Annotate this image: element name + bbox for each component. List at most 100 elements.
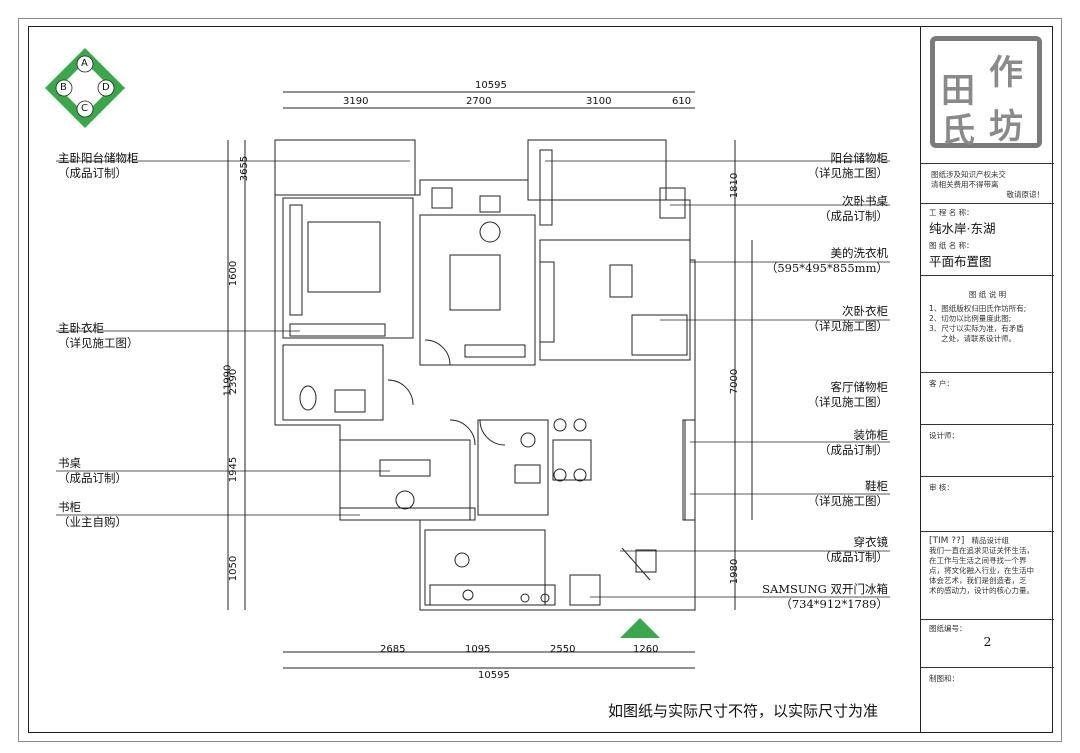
notice-line: 清相关费用不得带离 xyxy=(931,180,999,189)
label-living-cabinet: 客厅储物柜 （详见施工图） xyxy=(808,380,889,410)
designer-label: 设计师： xyxy=(929,431,959,440)
bottom-dim-3: 2550 xyxy=(550,644,576,655)
label-line1: 书桌 xyxy=(58,456,81,470)
team-text-line: 体会艺术，我们是创造者，乏 xyxy=(929,576,1027,585)
second-bedroom xyxy=(419,214,536,366)
plotter-label: 制图和： xyxy=(929,674,959,683)
label-line2: （详见施工图） xyxy=(807,494,889,508)
logo-char: 作 xyxy=(989,53,1023,93)
drawing-no-label: 图纸编号： xyxy=(929,624,967,633)
team-cell: [TIM ??] 精品设计组 我们一直在追求见证关怀生活， 在工作与生活之间寻找… xyxy=(921,532,1054,620)
top-total-dim: 10595 xyxy=(475,80,507,91)
label-line1: 主卧阳台储物柜 xyxy=(58,151,139,165)
label-line2: （详见施工图） xyxy=(807,319,889,333)
notice-cell: 图纸涉及知识产权未交 清相关费用不得带离 敬请原谅！ xyxy=(921,164,1054,204)
label-line1: 鞋柜 xyxy=(865,479,888,493)
label-second-wardrobe: 次卧衣柜 （详见施工图） xyxy=(808,304,889,334)
logo-char: 坊 xyxy=(989,107,1023,147)
right-dim-1: 1810 xyxy=(729,172,741,199)
label-line1: 次卧书桌 xyxy=(842,194,888,208)
label-bookcase: 书柜 （业主自购） xyxy=(58,500,127,530)
desk xyxy=(379,459,431,477)
team-tag: [TIM ??] xyxy=(929,536,965,546)
compass-icon xyxy=(45,48,125,128)
label-line1: 穿衣镜 xyxy=(853,535,889,549)
second-wardrobe xyxy=(464,344,526,358)
kitchen xyxy=(424,529,546,606)
bath-2 xyxy=(477,419,549,516)
project-cell: 工 程 名 称： 纯水岸·东湖 图 纸 名 称： 平面布置图 xyxy=(921,204,1054,276)
left-dim-4: 1945 xyxy=(228,456,240,483)
label-master-wardrobe: 主卧衣柜 （详见施工图） xyxy=(58,321,139,351)
label-line2: （详见施工图） xyxy=(58,336,139,350)
label-line1: 次卧衣柜 xyxy=(842,304,888,318)
team-text-line: 术的感动力，设计的核心力量。 xyxy=(929,586,1034,595)
bottom-dim-1: 2685 xyxy=(380,644,406,655)
outer-frame xyxy=(18,18,1062,742)
client-cell: 客 户： xyxy=(921,373,1054,425)
label-line1: 阳台储物柜 xyxy=(830,151,889,165)
left-dim-1: 3655 xyxy=(239,155,251,182)
label-line1: 客厅储物柜 xyxy=(830,380,889,394)
bottom-dim-2: 1095 xyxy=(465,644,491,655)
logo-char: 田 xyxy=(941,71,975,111)
drawing-name: 平面布置图 xyxy=(929,254,992,269)
logo: 田 作 氏 坊 xyxy=(930,36,1042,151)
logo-char: 氏 xyxy=(941,111,975,151)
label-line1: 装饰柜 xyxy=(853,428,889,442)
designer-cell: 设计师： xyxy=(921,425,1054,477)
label-line2: （详见施工图） xyxy=(807,395,889,409)
second-bed xyxy=(449,254,501,311)
label-line1: SAMSUNG 双开门冰箱 xyxy=(762,582,888,596)
label-master-balcony-cabinet: 主卧阳台储物柜 （成品订制） xyxy=(58,151,139,181)
left-total-dim: 11990 xyxy=(222,364,234,397)
compass-letter-c: C xyxy=(81,103,88,114)
right-total-dim: 7000 xyxy=(729,368,741,395)
label-balcony-cabinet: 阳台储物柜 （详见施工图） xyxy=(808,151,889,181)
master-wardrobe xyxy=(289,323,386,337)
note-line: 之处，请联系设计师。 xyxy=(941,334,1016,343)
label-line2: （业主自购） xyxy=(58,515,127,529)
upper-wall xyxy=(415,179,529,200)
label-line1: 主卧衣柜 xyxy=(58,321,104,335)
master-bed xyxy=(307,221,381,293)
reviewer-cell: 审 核： xyxy=(921,477,1054,532)
left-dim-2: 1600 xyxy=(228,260,240,287)
label-line2: （734*912*1789） xyxy=(780,597,888,611)
label-desk: 书桌 （成品订制） xyxy=(58,456,127,486)
bottom-total-dim: 10595 xyxy=(478,670,510,681)
project-label: 工 程 名 称： xyxy=(929,208,974,217)
dining-table xyxy=(552,439,592,481)
right-dim-2: 1980 xyxy=(729,558,741,585)
label-line2: （详见施工图） xyxy=(807,166,889,180)
label-line2: （成品订制） xyxy=(819,443,888,457)
team-text-line: 我们一直在追求见证关怀生活， xyxy=(929,546,1034,555)
fridge xyxy=(569,574,601,606)
left-dim-5: 1050 xyxy=(228,555,240,582)
bookcase xyxy=(339,507,476,521)
logo-cell xyxy=(921,26,1054,164)
plotter-cell: 制图和： xyxy=(921,668,1054,733)
outer-wall xyxy=(274,195,696,611)
project-name: 纯水岸·东湖 xyxy=(929,221,996,236)
drawing-no-cell: 图纸编号： 2 xyxy=(921,620,1054,668)
top-dim-1: 3190 xyxy=(343,96,369,107)
notes-cell: 图 纸 说 明 1、图纸版权归田氏作坊所有; 2、切勿以比例量度此图; 3、尺寸… xyxy=(921,276,1054,373)
drawing-label: 图 纸 名 称： xyxy=(929,241,974,250)
notice-line: 敬请原谅！ xyxy=(1006,190,1045,199)
compass-letter-b: B xyxy=(60,82,67,93)
label-line2: （595*495*855mm） xyxy=(765,261,888,275)
label-second-desk: 次卧书桌 （成品订制） xyxy=(819,194,888,224)
reviewer-label: 审 核： xyxy=(929,483,954,492)
team-text-line: 点，将文化融入行业，在生活中 xyxy=(929,566,1034,575)
team-name: 精品设计组 xyxy=(971,536,1010,545)
label-washer: 美的洗衣机 （595*495*855mm） xyxy=(766,246,888,276)
balcony-wall xyxy=(527,139,667,201)
note-line: 2、切勿以比例量度此图; xyxy=(929,314,1012,323)
label-fridge: SAMSUNG 双开门冰箱 （734*912*1789） xyxy=(762,582,888,612)
washer xyxy=(609,264,633,298)
label-line2: （成品订制） xyxy=(58,166,127,180)
master-balcony-wall xyxy=(274,139,416,196)
balcony-cabinet xyxy=(539,149,553,226)
